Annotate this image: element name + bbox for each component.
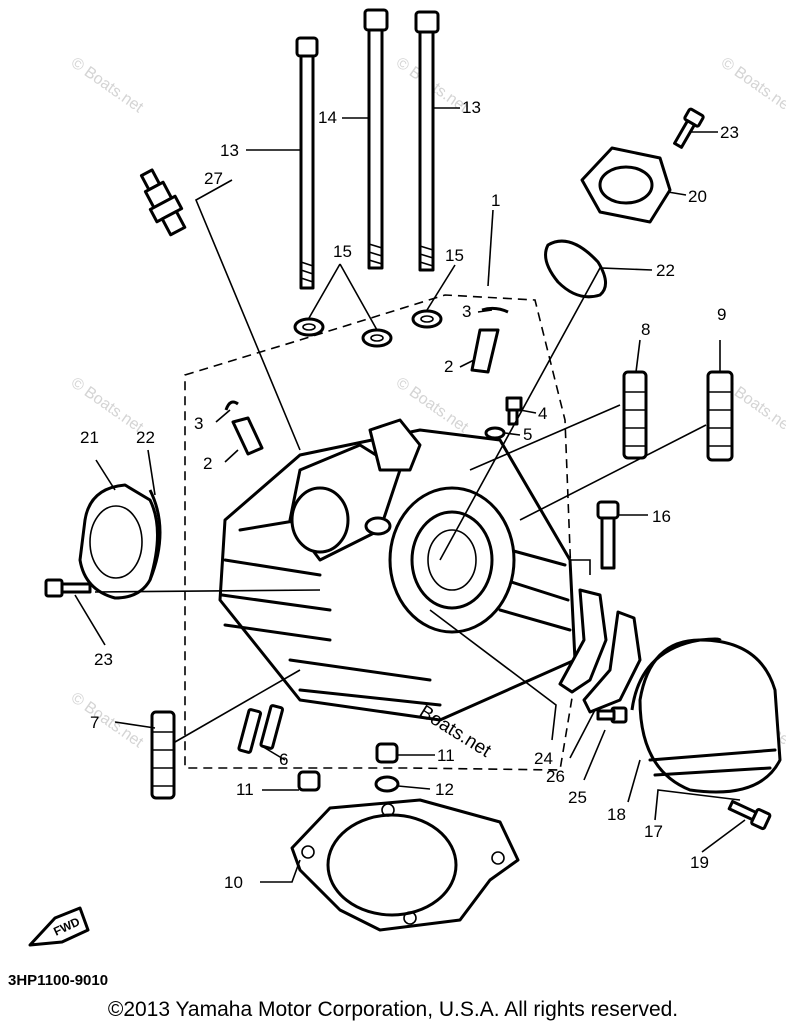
- callout-13: 13: [220, 141, 239, 160]
- washer-15: [293, 309, 443, 348]
- stud-7: [150, 710, 176, 800]
- callout-3: 3: [194, 414, 203, 433]
- callout-8: 8: [641, 320, 650, 339]
- callout-15: 15: [333, 242, 352, 261]
- fwd-arrow-icon: FWD: [28, 906, 90, 947]
- watermark: © Boats.net: [68, 689, 147, 751]
- callout-21: 21: [80, 428, 99, 447]
- callout-7: 7: [90, 713, 99, 732]
- bracket-24: [558, 588, 608, 694]
- callout-24: 24: [534, 749, 553, 768]
- callout-13: 13: [462, 98, 481, 117]
- callout-11: 11: [236, 780, 254, 799]
- callout-22: 22: [136, 428, 155, 447]
- gasket-22-left: [148, 489, 162, 581]
- callout-16: 16: [652, 507, 671, 526]
- valve-guide-2-upper: [470, 328, 500, 374]
- stud-9: [706, 370, 734, 462]
- callout-12: 12: [435, 780, 454, 799]
- callout-3: 3: [462, 302, 471, 321]
- callout-2: 2: [203, 454, 212, 473]
- callout-26: 26: [546, 767, 565, 786]
- bolt-25: [596, 706, 628, 724]
- bolt-19: [727, 799, 772, 831]
- callout-23: 23: [720, 123, 739, 142]
- valve-guide-2-left: [231, 416, 264, 456]
- circlip-3-upper: [481, 306, 509, 314]
- o-ring-17: [630, 637, 722, 711]
- callout-10: 10: [224, 873, 243, 892]
- cylinder-head-bolt-13-right: [414, 10, 440, 272]
- bolt-4: [505, 396, 523, 426]
- o-ring-12: [374, 775, 400, 793]
- copyright-notice: ©2013 Yamaha Motor Corporation, U.S.A. A…: [107, 998, 679, 1021]
- circlip-3-left: [224, 400, 239, 411]
- cylinder-head-bolt-14: [363, 8, 389, 270]
- callout-23: 23: [94, 650, 113, 669]
- plate-26: [582, 610, 642, 714]
- callout-9: 9: [717, 305, 726, 324]
- cylinder-head-gasket-10: [290, 798, 520, 932]
- callout-6: 6: [279, 750, 288, 769]
- bolt-23-left: [44, 578, 92, 598]
- callout-25: 25: [568, 788, 587, 807]
- callout-22: 22: [656, 261, 675, 280]
- callout-17: 17: [644, 822, 663, 841]
- tappet-cover-18: [630, 637, 782, 794]
- gasket-22-upper: [544, 239, 607, 299]
- o-ring-5: [484, 426, 506, 440]
- cylinder-head-body: [218, 418, 577, 722]
- diagram-code: 3HP1100-9010: [8, 972, 109, 989]
- leader-lines: [74, 107, 746, 883]
- side-cover-21: [78, 483, 162, 600]
- watermark: © Boats.net: [68, 54, 147, 116]
- callout-19: 19: [690, 853, 709, 872]
- bolt-16: [596, 500, 620, 570]
- callout-15: 15: [445, 246, 464, 265]
- callout-5: 5: [523, 425, 532, 444]
- cylinder-head-bolt-13-left: [295, 36, 319, 290]
- callout-14: 14: [318, 108, 337, 127]
- callout-27: 27: [204, 169, 223, 188]
- callout-2: 2: [444, 357, 453, 376]
- cylinder-head-assembly-outline: [184, 294, 576, 771]
- callout-11: 11: [437, 746, 455, 765]
- bolt-23-upper: [673, 107, 705, 149]
- callout-4: 4: [538, 404, 547, 423]
- callout-1: 1: [491, 191, 500, 210]
- dowel-pin-11-right: [375, 742, 399, 764]
- callout-18: 18: [607, 805, 626, 824]
- spark-plug-27: [139, 168, 187, 237]
- watermark: © Boats.net: [718, 54, 786, 116]
- stud-8: [622, 370, 648, 460]
- intake-manifold-20: [580, 146, 672, 224]
- dowel-pin-11-left: [297, 770, 321, 792]
- callout-labels: 13 14 13 27 1 15 15 3 2 3 2 4 5 23 20 22…: [80, 98, 739, 892]
- stud-6: [237, 704, 285, 754]
- callout-20: 20: [688, 187, 707, 206]
